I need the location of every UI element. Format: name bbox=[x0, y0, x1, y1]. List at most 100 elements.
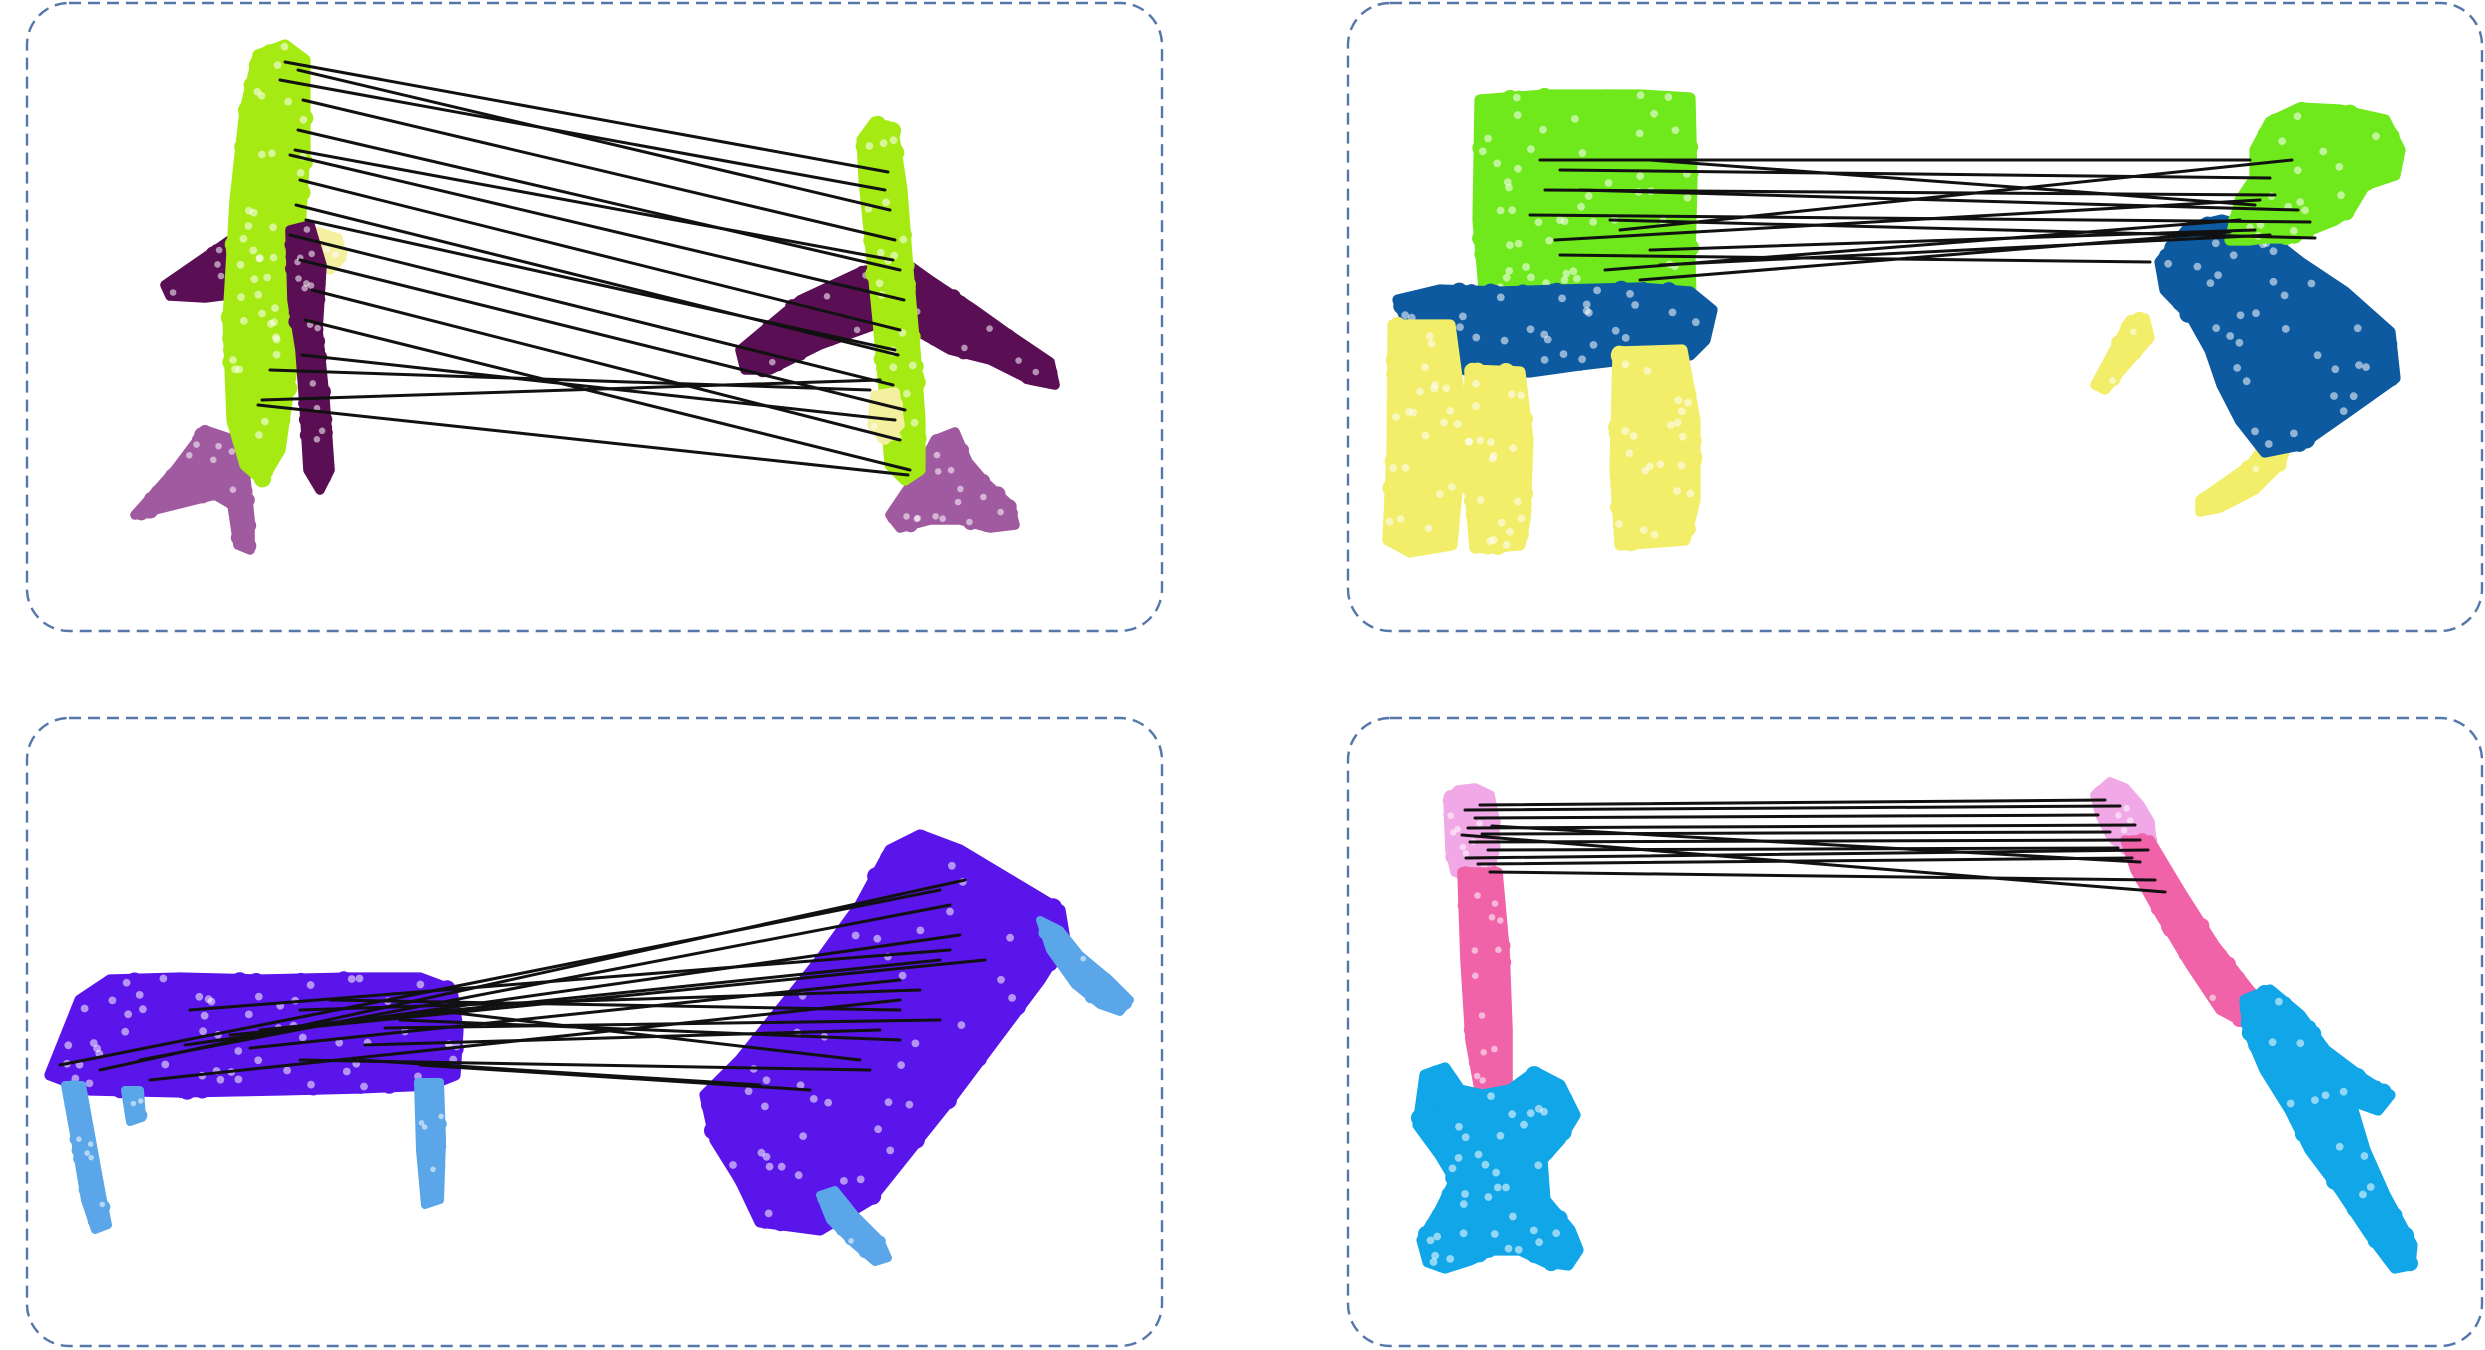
airplane-target-wing-point bbox=[947, 328, 962, 343]
chair-source-leg-1-point bbox=[1434, 345, 1447, 358]
chair-source-back-gap bbox=[1589, 218, 1598, 226]
chair-source-leg-3-gap bbox=[1686, 489, 1695, 498]
chair-source-back-point bbox=[1580, 153, 1599, 172]
chair-source-leg-1-gap bbox=[1424, 524, 1433, 533]
chair-source-seat-point bbox=[1701, 319, 1714, 332]
chair-target-seat-point bbox=[2251, 274, 2263, 286]
airplane-target-wing-point bbox=[970, 317, 986, 333]
airplane-source-wing-right-gap bbox=[318, 427, 326, 435]
airplane-source-fuselage-gap bbox=[261, 417, 269, 426]
chair-source-leg-2-point bbox=[1518, 407, 1530, 420]
airplane-source-fuselage-point bbox=[286, 158, 299, 171]
chair-source-leg-3-gap bbox=[1615, 520, 1623, 528]
correspondence-line bbox=[293, 148, 895, 262]
chair-target-seat-gap bbox=[2212, 324, 2221, 332]
correspondence-line bbox=[301, 98, 897, 242]
chair-target-seat-point bbox=[2312, 417, 2326, 430]
chair-source-leg-1-gap bbox=[1425, 332, 1434, 341]
chair-source-leg-1-point bbox=[1388, 340, 1402, 354]
airplane-source-wing-left-gap bbox=[214, 261, 221, 268]
table-source-top-gap bbox=[135, 991, 144, 999]
chair-source-seat-point bbox=[1609, 335, 1623, 348]
airplane-target-wing-gap bbox=[961, 344, 968, 352]
chair-source-back-gap bbox=[1650, 109, 1658, 118]
chair-source-leg-3-gap bbox=[1625, 449, 1634, 457]
chair-source-seat-gap bbox=[1496, 293, 1505, 302]
chair-target-seat-point bbox=[2313, 276, 2329, 291]
chair-target-seat-gap bbox=[2211, 239, 2220, 248]
table-source-top-gap bbox=[216, 1075, 225, 1084]
chair-target-back-gap bbox=[2278, 137, 2287, 146]
airplane-source-fuselage-gap bbox=[255, 431, 263, 439]
airplane-source-wing-right-gap bbox=[313, 436, 321, 443]
airplane-target-wing-point bbox=[1000, 348, 1011, 359]
chair-source-leg-2-point bbox=[1497, 365, 1509, 378]
airplane-source-fuselage-point bbox=[245, 274, 264, 293]
chair-target-seat-point bbox=[2263, 394, 2280, 412]
airplane-source-tail-point bbox=[230, 502, 243, 515]
airplane-source-fuselage-point bbox=[258, 198, 273, 214]
table-source-top-gap bbox=[204, 995, 213, 1004]
chair-target-seat-point bbox=[2385, 373, 2399, 386]
chair-source-back-point bbox=[1653, 195, 1670, 213]
airplane-source-fuselage-gap bbox=[299, 115, 308, 124]
airplane-target-wing-point bbox=[955, 301, 966, 312]
chair-target-back-gap bbox=[2372, 132, 2380, 141]
airplane-target-wing-point bbox=[801, 292, 813, 304]
chair-target-seat-point bbox=[2199, 292, 2213, 307]
chair-target-back-point bbox=[2307, 173, 2322, 187]
airplane-source-fuselage-point bbox=[238, 177, 252, 191]
chair-source-seat-gap bbox=[1668, 308, 1677, 317]
airplane-target-fuselage-point bbox=[882, 267, 897, 282]
table-source-top-point bbox=[234, 1055, 248, 1069]
airplane-target-fuselage-gap bbox=[865, 142, 874, 150]
airplane-source-fuselage-point bbox=[242, 422, 258, 438]
chair-source-back-point bbox=[1604, 100, 1620, 115]
table-source-top-point bbox=[124, 1073, 139, 1088]
table-source-top-gap bbox=[306, 981, 315, 989]
airplane-source-tail-gap bbox=[228, 448, 236, 455]
airplane-target-tail-point bbox=[936, 472, 947, 483]
chair-source-seat-point bbox=[1478, 324, 1496, 341]
chair-source-leg-1-gap bbox=[1447, 483, 1456, 491]
airplane-source-fuselage-gap bbox=[258, 309, 266, 318]
chair-source-seat-gap bbox=[1500, 336, 1509, 345]
airplane-target-tail-point bbox=[975, 504, 986, 515]
chair-source-leg-2 bbox=[1462, 362, 1534, 555]
chair-source-seat-gap bbox=[1593, 286, 1601, 295]
chair-source-back-point bbox=[1573, 179, 1585, 192]
table-source-top-point bbox=[271, 974, 285, 987]
chair-source-back-point bbox=[1667, 133, 1682, 148]
airplane-source-wing-right-gap bbox=[314, 324, 321, 332]
chair-source-leg-1-gap bbox=[1392, 413, 1400, 421]
airplane-target-tail-gap bbox=[954, 498, 962, 506]
chair-source-back-gap bbox=[1571, 115, 1579, 123]
table-source-leg-2-gap bbox=[130, 1100, 137, 1107]
airplane-target-fuselage-gap bbox=[889, 136, 898, 145]
chair-source-seat-point bbox=[1567, 289, 1584, 306]
table-target-top-point bbox=[817, 1141, 836, 1159]
chair-target-seat-gap bbox=[2206, 279, 2215, 287]
chair-source-leg-1-gap bbox=[1427, 339, 1436, 348]
airplane-source-tail-gap bbox=[186, 452, 193, 459]
table-source-leg-1-point bbox=[76, 1103, 87, 1114]
chair-source-leg-3-gap bbox=[1674, 396, 1683, 405]
chair-target-seat-gap bbox=[2226, 332, 2235, 340]
correspondence-line bbox=[298, 178, 902, 332]
chair-source-leg-1-gap bbox=[1446, 407, 1455, 415]
chair-source-seat-point bbox=[1515, 345, 1531, 361]
chair-source-seat-point bbox=[1663, 335, 1675, 347]
airplane-source-engine bbox=[312, 227, 348, 275]
chair-source-leg-1-gap bbox=[1385, 517, 1394, 526]
chair-source-leg-1-gap bbox=[1405, 407, 1413, 416]
chair-source-leg-1-point bbox=[1392, 398, 1404, 411]
chair-source-leg-1-point bbox=[1425, 367, 1442, 384]
chair-source-seat-point bbox=[1582, 351, 1597, 366]
chair-source-back-point bbox=[1593, 110, 1608, 125]
chair-target-seat-point bbox=[2303, 334, 2318, 350]
table-source-top-point bbox=[313, 1045, 328, 1060]
chair-source-back-point bbox=[1556, 235, 1572, 250]
chair-source-back-gap bbox=[1635, 129, 1644, 138]
chair-source-leg-3-point bbox=[1687, 433, 1702, 449]
chair-source-seat-gap bbox=[1401, 311, 1410, 320]
